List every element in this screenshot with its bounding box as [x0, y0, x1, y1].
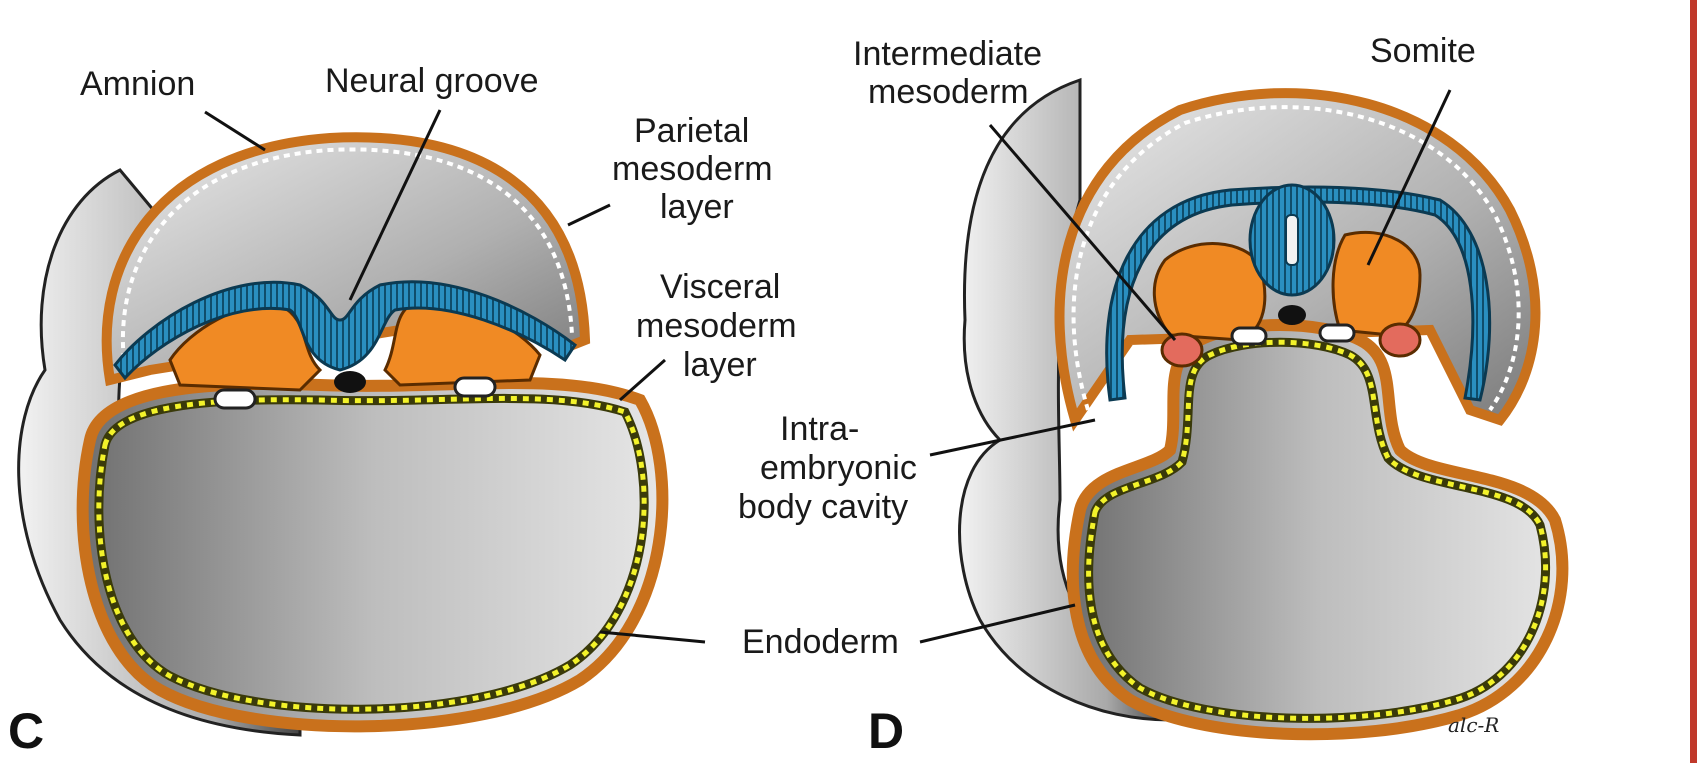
panel-c-amnion-line: [120, 147, 574, 371]
leader-endoderm-c: [599, 630, 706, 644]
label-amnion: Amnion: [80, 65, 195, 103]
frame-edge-bar: [1690, 0, 1697, 763]
leader-intra-embryonic: [929, 418, 1096, 457]
illustrator-signature: alc-R: [1448, 713, 1499, 737]
label-intra-1: Intra-: [780, 410, 859, 448]
panel-d-outer-wall: [958, 77, 1173, 722]
labels: Amnion Neural groove Parietal mesoderm l…: [80, 32, 1476, 661]
label-intra-2: embryonic: [760, 449, 917, 487]
leader-neural-groove: [348, 109, 442, 301]
panel-d-aorta-left: [1230, 326, 1268, 346]
leader-visceral: [619, 358, 666, 402]
panel-c-notochord: [334, 371, 366, 393]
label-somite: Somite: [1370, 32, 1476, 70]
label-visceral-1: Visceral: [660, 268, 780, 306]
panel-d-ectoderm-layer: [1105, 185, 1492, 402]
panel-c-ectoderm-neural-plate: [113, 280, 578, 381]
leader-amnion: [204, 110, 266, 152]
label-neural-groove: Neural groove: [325, 62, 539, 100]
leader-endoderm-d: [919, 603, 1076, 644]
panel-d-embryo: D alc-R: [868, 77, 1569, 759]
panel-d-intermediate-mesoderm-left: [1160, 332, 1204, 368]
panel-c-aorta-left: [213, 388, 257, 410]
leader-lines: [204, 89, 1452, 644]
panel-d-yolk-sac: [1066, 319, 1569, 741]
panel-d-intermediate-mesoderm-right: [1378, 322, 1422, 358]
label-endoderm: Endoderm: [742, 623, 899, 661]
panel-d-aorta-right: [1318, 323, 1356, 343]
label-intermediate-2: mesoderm: [868, 73, 1029, 111]
panel-d-neural-canal: [1285, 214, 1299, 266]
panel-c-yolk-sac: [76, 377, 669, 733]
panel-c-embryo: C: [8, 132, 669, 759]
label-intermediate-1: Intermediate: [853, 35, 1042, 73]
leader-intermediate: [988, 124, 1177, 341]
label-parietal-3: layer: [660, 188, 734, 226]
leader-parietal: [567, 203, 611, 227]
label-visceral-2: mesoderm: [636, 307, 797, 345]
label-parietal-2: mesoderm: [612, 150, 773, 188]
panel-c-endoderm-layer: [94, 393, 649, 714]
panel-letter-d: D: [868, 703, 904, 759]
panel-d-somite-left: [1152, 242, 1267, 342]
panel-d-amnion-line: [1071, 105, 1521, 412]
panel-c-aorta-right: [453, 376, 497, 398]
panel-d-somite-right: [1331, 230, 1422, 337]
label-intra-3: body cavity: [738, 488, 908, 526]
panel-letter-c: C: [8, 703, 44, 759]
label-parietal-1: Parietal: [634, 112, 749, 150]
panel-d-endoderm-dots: [1086, 339, 1549, 721]
leader-somite: [1366, 89, 1452, 266]
label-visceral-3: layer: [683, 346, 757, 384]
panel-d-notochord: [1278, 305, 1306, 325]
